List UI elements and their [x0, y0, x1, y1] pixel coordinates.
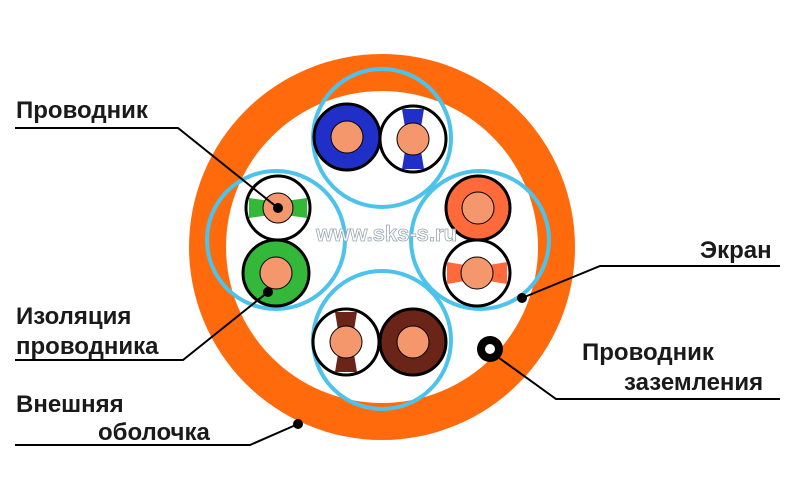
blue-pair [312, 102, 448, 174]
shield-right-pair [409, 169, 551, 311]
label-ground-line2: заземления [624, 369, 763, 396]
conductor-copper [396, 325, 430, 359]
watermark: www.sks-s.ru [315, 221, 457, 246]
orange-pair [442, 174, 512, 308]
conductor-copper [329, 325, 363, 359]
label-insulation-line2: проводника [16, 333, 159, 360]
label-insulation-line1: Изоляция [16, 303, 131, 330]
green-pair [241, 174, 312, 308]
leader-shield [517, 265, 780, 303]
leader-conductor [15, 127, 283, 213]
conductor-copper [460, 256, 494, 290]
label-shield: Экран [700, 237, 772, 264]
conductor-copper [259, 256, 293, 290]
label-conductor: Проводник [16, 97, 149, 124]
conductor-copper [461, 191, 495, 225]
cable-core-area [226, 91, 538, 403]
shield-left-pair [205, 169, 347, 311]
label-ground-line1: Проводник [582, 339, 715, 366]
leader-ground [494, 354, 780, 400]
label-jacket-line1: Внешняя [16, 391, 124, 418]
leader-jacket [15, 419, 303, 446]
brown-pair [311, 307, 448, 377]
conductor-copper [396, 122, 430, 156]
label-jacket-line2: оболочка [98, 419, 210, 446]
leader-insulation [15, 287, 273, 361]
conductor-copper [330, 120, 364, 154]
